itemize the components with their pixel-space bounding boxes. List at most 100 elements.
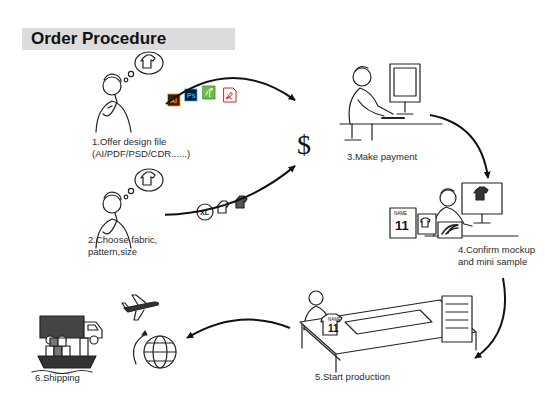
shipping-vehicles-part — [50, 338, 58, 346]
jersey-number: 11 — [395, 219, 409, 232]
payment-person-part — [358, 100, 384, 116]
flow-arrow — [430, 115, 488, 178]
payment-person-part — [390, 64, 420, 102]
mockup-person-part — [440, 190, 456, 206]
production-machine-part — [345, 310, 432, 334]
production-machine-part — [309, 291, 323, 305]
icon-label: Ps — [187, 92, 196, 99]
shipping-vehicles-part — [38, 356, 96, 368]
production-machine-part — [442, 296, 472, 342]
flow-arrow — [187, 320, 290, 338]
mockup-person-part — [462, 183, 502, 214]
size-label: XL — [200, 209, 209, 216]
thinking-person-part — [104, 74, 121, 82]
icon-label: Ai — [170, 97, 177, 104]
jersey-name: NAME — [394, 212, 407, 217]
thinking-person-part — [103, 213, 117, 234]
file-icons-part — [224, 88, 236, 102]
fabric-icons-part — [217, 201, 229, 213]
production-machine-part — [321, 314, 342, 335]
jersey-name: NAME — [328, 318, 341, 323]
thinking-person-part — [124, 78, 128, 82]
file-icons-part — [203, 86, 215, 99]
step-group: 4.Confirm mockup and mini sample — [388, 178, 513, 278]
step-label: 3.Make payment — [347, 151, 437, 163]
thinking-person-part — [128, 188, 133, 193]
shipping-vehicles-part — [62, 346, 70, 356]
thinking-person-part — [135, 52, 163, 74]
jersey-number: 11 — [328, 324, 339, 334]
shipping-vehicles-part — [144, 343, 176, 361]
shipping-vehicles-part — [124, 302, 159, 312]
thinking-person-part — [96, 101, 131, 132]
fabric-icons — [197, 196, 247, 220]
step-label: 2.Choose fabric, pattern,size — [88, 234, 168, 258]
shipping-vehicles-part — [134, 334, 146, 364]
thinking-person-part — [124, 195, 128, 199]
shipping-vehicles-part — [58, 338, 66, 346]
mockup-person-part — [421, 218, 430, 227]
mockup-person — [390, 183, 518, 238]
flow-arrow — [475, 278, 505, 358]
step-label: 5.Start production — [315, 371, 435, 383]
mockup-person-part — [442, 225, 458, 234]
thinking-person-part — [108, 106, 112, 108]
shipping-vehicles-part — [40, 316, 84, 338]
thinking-person-part — [104, 192, 121, 200]
mockup-person-part — [441, 189, 454, 193]
thinking-person — [96, 52, 163, 132]
file-icons — [168, 86, 236, 106]
dollar-sign: $ — [297, 131, 311, 159]
thinking-person-part — [103, 77, 121, 95]
shipping-vehicles — [32, 295, 176, 374]
production-machine — [300, 291, 476, 372]
payment-person-part — [355, 67, 368, 71]
shipping-vehicles-part — [46, 346, 54, 356]
thinking-person-part — [141, 172, 155, 185]
step-caption: 6.Shipping — [35, 372, 115, 384]
shipping-vehicles-part — [142, 331, 147, 335]
step-label: 6.Shipping — [35, 372, 115, 384]
fabric-icons-part — [197, 204, 213, 220]
thinking-person-part — [103, 95, 117, 116]
shipping-vehicles-part — [122, 295, 146, 320]
step-label: 1.Offer design file (AI/PDF/PSD/CDR.....… — [92, 136, 204, 160]
title-text: Order Procedure — [31, 28, 166, 50]
thinking-person-part — [128, 71, 133, 76]
payment-person-part — [394, 68, 416, 96]
shipping-vehicles-part — [54, 346, 62, 356]
production-machine-part — [446, 304, 468, 328]
fabric-icons-part — [235, 196, 247, 208]
mockup-person-part — [390, 208, 416, 238]
file-icons-part — [185, 89, 197, 101]
shipping-vehicles-part — [144, 336, 176, 368]
mockup-person-part — [474, 187, 488, 200]
thinking-person-part — [135, 169, 163, 191]
payment-person-part — [345, 124, 372, 140]
step-caption: 1.Offer design file (AI/PDF/PSD/CDR.....… — [92, 136, 204, 160]
step-group: 2.Choose fabric, pattern,size — [85, 182, 165, 264]
mockup-person-part — [474, 214, 490, 223]
mockup-person-part — [418, 214, 436, 234]
step-caption: 4.Confirm mockup and mini sample — [458, 244, 538, 268]
step-group: 3.Make payment — [295, 62, 430, 168]
payment-person-part — [382, 117, 404, 119]
file-icons-part — [226, 93, 232, 99]
title-bar: Order Procedure — [22, 28, 235, 50]
file-icons-part — [168, 94, 180, 106]
payment-person — [340, 64, 442, 140]
shipping-vehicles-part — [80, 338, 88, 356]
step-caption: 3.Make payment — [347, 151, 437, 163]
step-group: 5.Start production — [290, 288, 475, 388]
step-caption: 5.Start production — [315, 371, 435, 383]
thinking-person-part — [103, 195, 121, 213]
shipping-vehicles-part — [88, 325, 98, 330]
thinking-person-part — [141, 55, 155, 68]
payment-person-part — [340, 123, 442, 124]
step-group: 1.Offer design file (AI/PDF/PSD/CDR.....… — [88, 62, 166, 167]
step-group: 6.Shipping — [32, 288, 187, 388]
shipping-vehicles-part — [90, 336, 98, 344]
flow-arrow — [165, 166, 295, 215]
